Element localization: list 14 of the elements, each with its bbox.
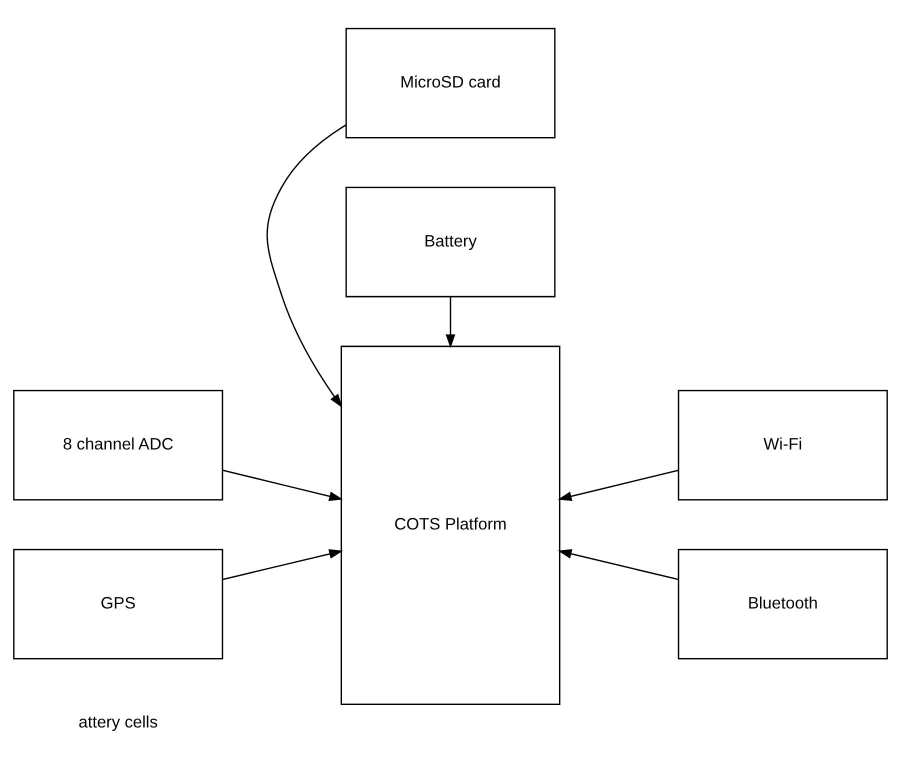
arrow [222,549,344,580]
node-box: GPS [13,548,224,660]
node-box: Battery [345,186,556,298]
node-box: MicroSD card [345,28,556,138]
node-box: COTS Platform [340,346,560,705]
node-box: Bluetooth [678,548,888,660]
arrow [222,470,343,501]
arrow [266,124,347,408]
node-box: 8 channel ADC [13,390,224,500]
arrow [558,549,679,580]
arrow [558,470,679,502]
arrow [446,296,456,348]
label: attery cells [78,712,158,732]
node-box: Wi-Fi [678,390,888,500]
